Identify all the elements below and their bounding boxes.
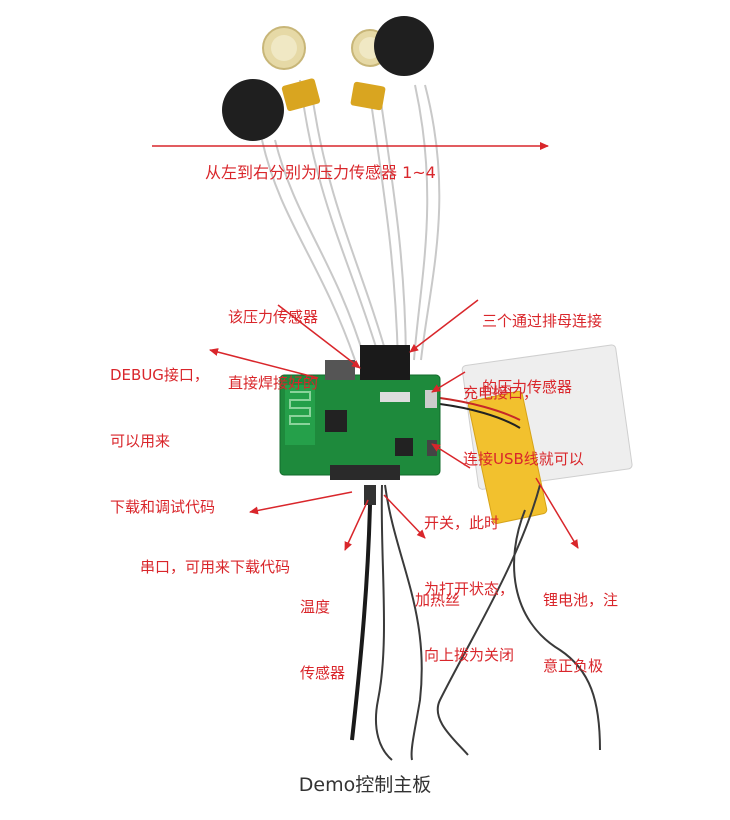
lithium-battery-label: 锂电池，注 意正负极	[543, 591, 619, 675]
annotation-arrows	[152, 142, 579, 551]
soldered-sensor-label: 该压力传感器 直接焊接好的	[228, 308, 319, 392]
lithium-battery	[439, 344, 633, 524]
charge-port-label: 充电接口， 连接USB线就可以	[463, 384, 584, 468]
heater-wire	[374, 484, 601, 761]
temperature-sensor-label: 温度 传感器	[300, 598, 346, 682]
control-board-pcb	[279, 345, 441, 480]
photo-caption: Demo控制主板	[298, 774, 432, 796]
serial-port-label: 串口，可用来下载代码	[140, 558, 291, 576]
pressure-sensor-1	[222, 79, 284, 141]
header-sensors-label: 三个通过排母连接 的压力传感器	[482, 312, 603, 396]
pressure-sensor-4	[374, 16, 434, 76]
debug-port-label: DEBUG接口， 可以用来 下载和调试代码	[110, 366, 216, 516]
sensor-cables	[261, 79, 441, 361]
power-switch-label: 开关，此时 为打开状态， 向上拨为关闭	[424, 514, 515, 664]
temperature-sensor-probe	[350, 485, 376, 741]
pressure-sensor-2	[262, 26, 321, 112]
heater-wire-label: 加热丝	[415, 591, 461, 609]
sensors-order-label: 从左到右分别为压力传感器 1~4	[205, 163, 436, 182]
